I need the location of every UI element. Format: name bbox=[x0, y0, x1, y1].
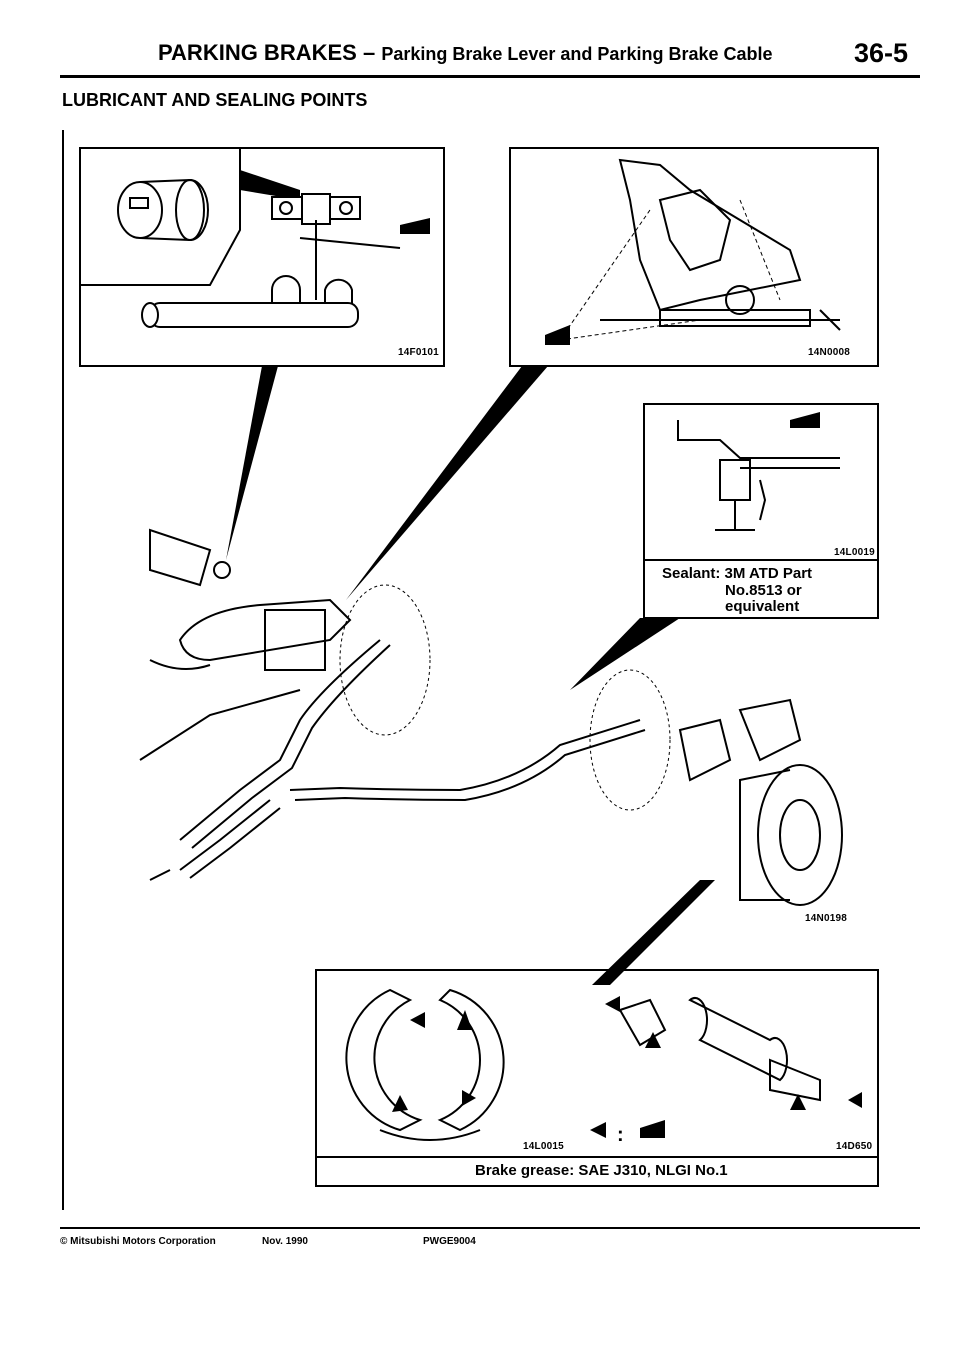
callout-pointers bbox=[226, 366, 715, 985]
section-heading: LUBRICANT AND SEALING POINTS bbox=[62, 90, 368, 110]
bracket-detail-figure bbox=[509, 147, 879, 367]
header-rule bbox=[60, 75, 920, 78]
figure-code-lever: 14F0101 bbox=[398, 347, 439, 358]
header-dash: – bbox=[362, 40, 376, 65]
page-header-title: PARKING BRAKES – Parking Brake Lever and… bbox=[158, 40, 773, 66]
figure-code-adjuster: 14D650 bbox=[836, 1141, 873, 1152]
shoe-adjuster-detail-figure bbox=[315, 969, 879, 1187]
figure-code-sealant: 14L0019 bbox=[834, 547, 875, 558]
sealant-spec-line3: equivalent bbox=[725, 598, 800, 615]
figure-code-main-assembly: 14N0198 bbox=[805, 913, 847, 924]
footer-copyright: © Mitsubishi Motors Corporation bbox=[60, 1236, 216, 1247]
sealant-spec-line1: Sealant: 3M ATD Part bbox=[662, 565, 813, 582]
page-number: 36-5 bbox=[853, 38, 908, 68]
figure-code-shoe: 14L0015 bbox=[523, 1141, 564, 1152]
footer-rule bbox=[60, 1227, 920, 1229]
main-assembly-figure bbox=[139, 528, 843, 906]
footer-date: Nov. 1990 bbox=[262, 1236, 308, 1247]
legend-separator: : bbox=[617, 1124, 624, 1146]
grease-spec-caption: Brake grease: SAE J310, NLGI No.1 bbox=[475, 1162, 728, 1179]
subsection-title: Parking Brake Lever and Parking Brake Ca… bbox=[381, 44, 773, 64]
figure-code-bracket: 14N0008 bbox=[808, 347, 850, 358]
lever-detail-figure bbox=[79, 147, 445, 367]
section-title: PARKING BRAKES bbox=[158, 40, 357, 65]
sealant-spec-line2: No.8513 or bbox=[725, 582, 802, 599]
sealant-detail-figure bbox=[643, 403, 879, 619]
margin-rule bbox=[62, 130, 64, 1210]
footer-doc-code: PWGE9004 bbox=[423, 1236, 476, 1247]
